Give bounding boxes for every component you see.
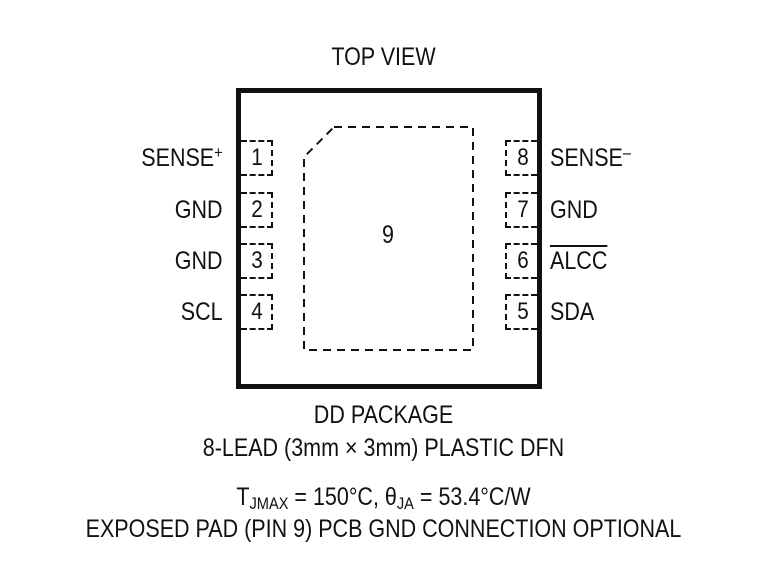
pin-pad-8: 8 (505, 140, 537, 176)
pin-number-5: 5 (517, 298, 529, 325)
pin-pad-7: 7 (505, 192, 537, 228)
pin-pad-1: 1 (241, 140, 273, 176)
pin-number-2: 2 (251, 196, 263, 223)
tj-symbol: T (236, 483, 250, 511)
pin-label-3: GND (175, 247, 223, 275)
pin-pad-2: 2 (241, 192, 273, 228)
pin-label-1-sup: + (214, 143, 223, 162)
package-name: DD PACKAGE (313, 401, 454, 429)
tj-value: = 150°C, (288, 483, 385, 511)
pin-label-7: GND (550, 196, 598, 224)
theta-symbol: θ (384, 483, 397, 511)
theta-subscript: JA (396, 494, 414, 513)
pin-pad-4: 4 (241, 294, 273, 330)
exposed-pad-note: EXPOSED PAD (PIN 9) PCB GND CONNECTION O… (85, 515, 682, 543)
pin-number-3: 3 (251, 247, 263, 274)
pin-number-7: 7 (517, 196, 529, 223)
exposed-pad-outline (303, 126, 474, 351)
pin-label-8-sup: – (622, 143, 632, 162)
pin-label-4: SCL (181, 298, 223, 326)
pin-number-1: 1 (251, 144, 263, 171)
pin-number-8: 8 (517, 144, 529, 171)
pin-label-5: SDA (550, 298, 595, 326)
tj-subscript: JMAX (249, 494, 289, 513)
diagram-title: TOP VIEW (331, 43, 436, 71)
pin-number-4: 4 (251, 298, 263, 325)
exposed-pad-number: 9 (382, 221, 394, 249)
pin-pad-5: 5 (505, 294, 537, 330)
package-outline: 9 1 2 3 4 8 7 6 5 (236, 88, 542, 389)
pin-pad-6: 6 (505, 243, 537, 279)
theta-value: = 53.4°C/W (413, 483, 531, 511)
thermal-spec: TJMAX = 150°C, θJA = 53.4°C/W (54, 483, 714, 513)
pin-pad-3: 3 (241, 243, 273, 279)
pin-number-6: 6 (517, 247, 529, 274)
pin-label-1: SENSE+ (141, 143, 223, 172)
package-description: 8-LEAD (3mm × 3mm) PLASTIC DFN (202, 434, 565, 462)
pin-label-8-text: SENSE (550, 144, 623, 172)
pin-label-8: SENSE– (550, 143, 632, 172)
pin-label-6: ALCC (550, 247, 608, 275)
pin-label-1-text: SENSE (141, 144, 215, 172)
pin-label-2: GND (175, 196, 223, 224)
